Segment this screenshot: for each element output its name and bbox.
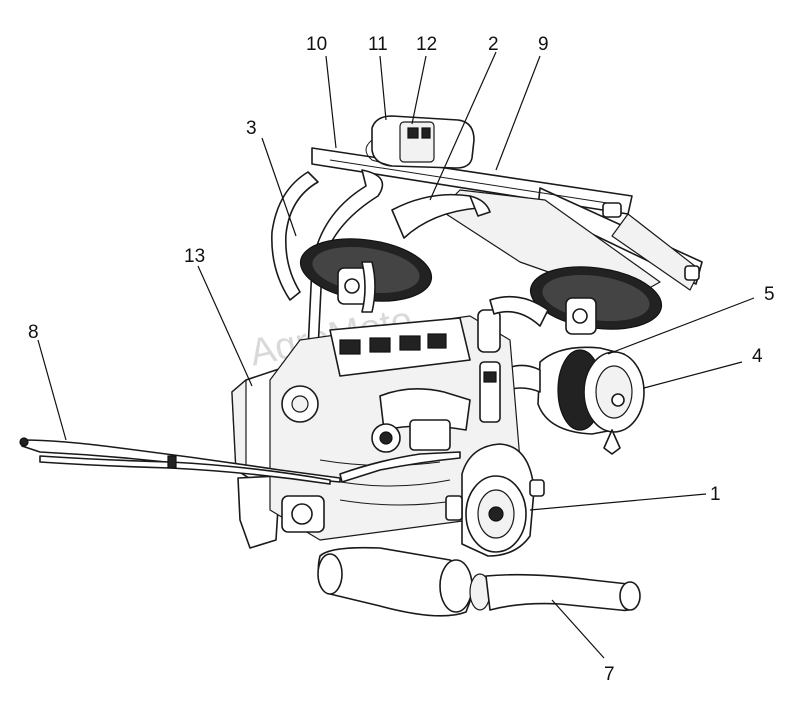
leader-10 (325, 55, 337, 149)
left-cooling-fan (299, 238, 433, 313)
air-filter (499, 346, 645, 455)
callout-3: 3 (246, 118, 257, 139)
leader-9 (495, 55, 541, 171)
leader-lines (37, 51, 755, 659)
leader-12 (411, 55, 427, 125)
flywheel-housing (445, 443, 545, 557)
callout-9: 9 (538, 34, 549, 55)
right-cooling-fan (529, 266, 663, 335)
callout-4: 4 (752, 346, 763, 367)
callout-labels: 1 2 3 4 5 7 8 9 10 11 12 13 (28, 34, 775, 685)
callout-13: 13 (184, 246, 205, 267)
callout-11: 11 (368, 34, 388, 55)
expansion-tank (365, 115, 475, 169)
callout-12: 12 (416, 34, 437, 55)
leader-3 (261, 137, 297, 237)
wiring-harness (19, 437, 461, 485)
leader-11 (379, 55, 387, 121)
leader-5 (607, 297, 755, 355)
callout-10: 10 (306, 34, 327, 55)
leader-2 (429, 51, 497, 201)
callout-8: 8 (28, 322, 39, 343)
callout-5: 5 (764, 284, 775, 305)
leader-4 (643, 361, 743, 389)
callout-7: 7 (604, 664, 615, 685)
exhaust-system (317, 546, 641, 617)
leader-13 (197, 265, 253, 387)
leader-7 (551, 599, 605, 659)
leader-1 (529, 493, 707, 511)
callout-1: 1 (710, 484, 721, 505)
leader-8 (37, 339, 67, 441)
callout-2: 2 (488, 34, 499, 55)
engine-block (269, 295, 549, 541)
